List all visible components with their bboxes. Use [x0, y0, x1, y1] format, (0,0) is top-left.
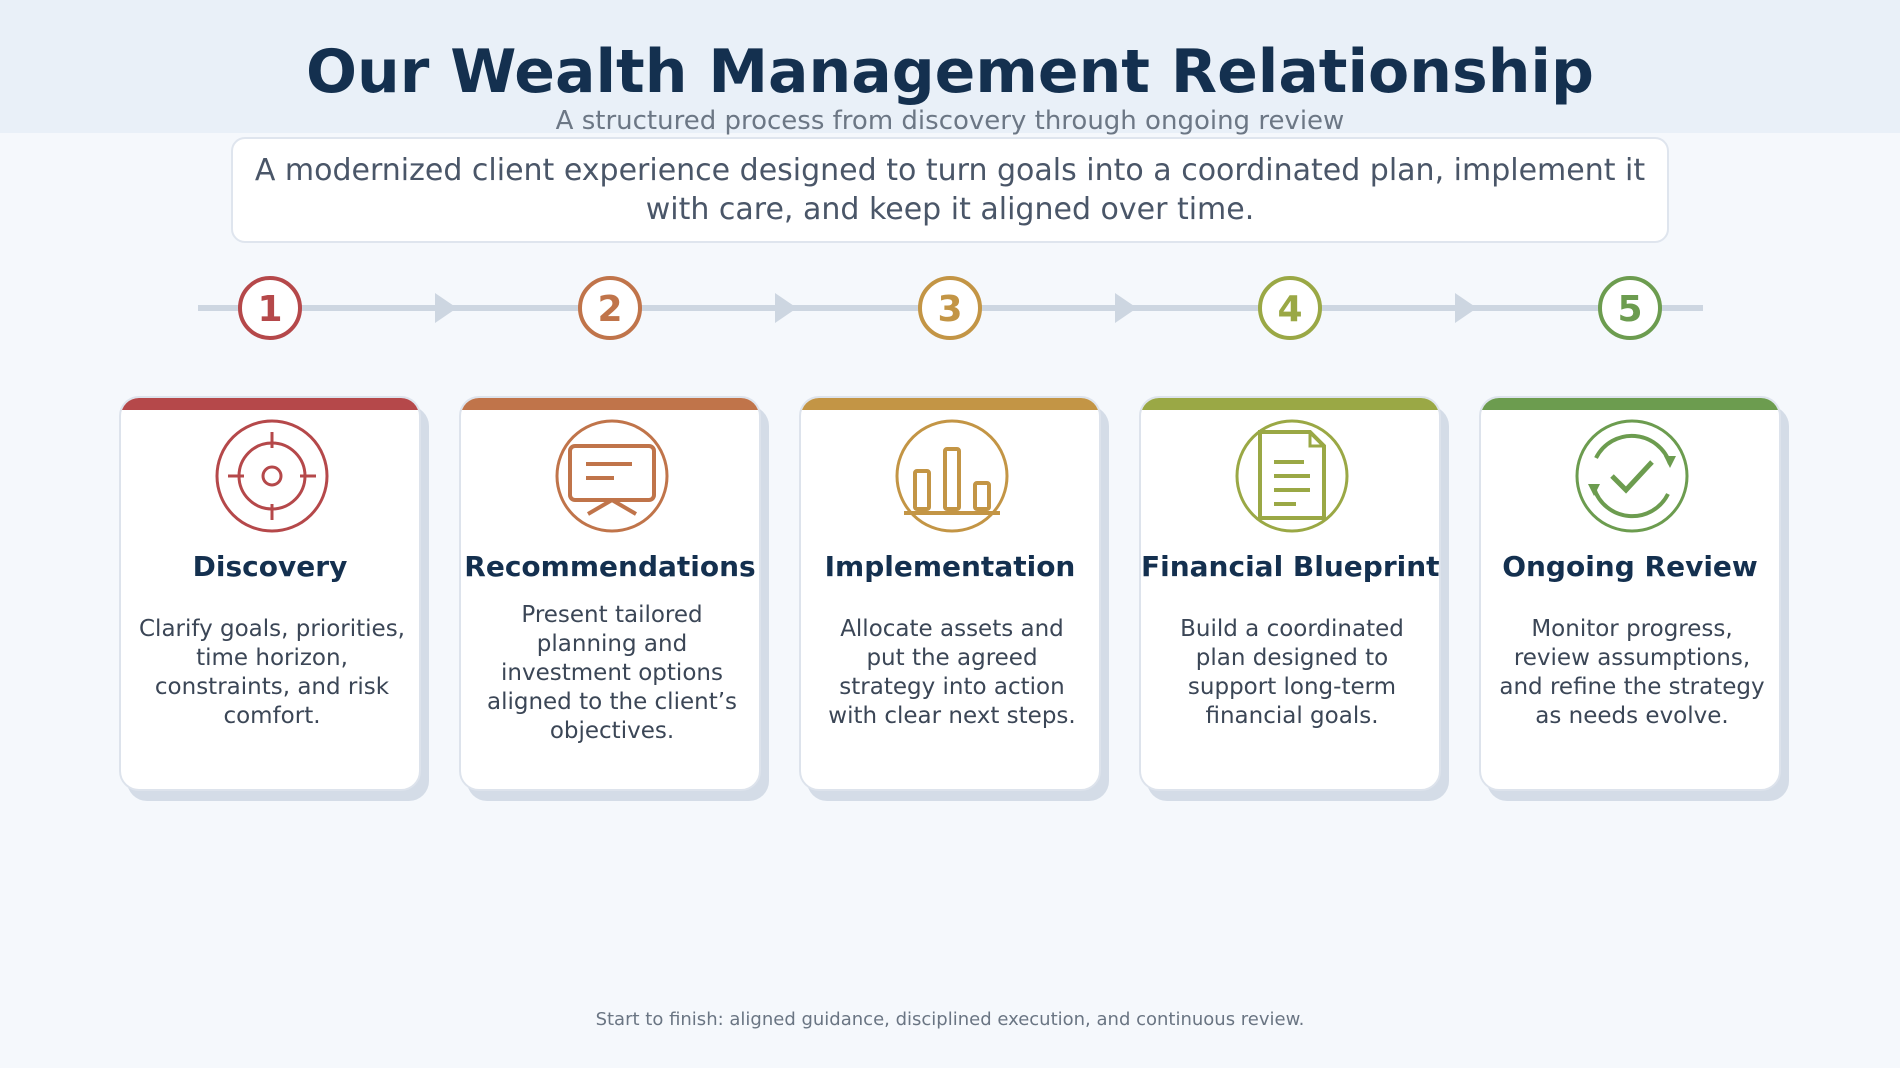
refresh-check-icon	[1575, 419, 1689, 533]
intro-box: A modernized client experience designed …	[231, 137, 1669, 243]
bar-chart-icon	[895, 419, 1009, 533]
card-title: Ongoing Review	[1502, 550, 1758, 583]
footer-text: Start to finish: aligned guidance, disci…	[595, 1009, 1305, 1030]
step-card-ongoing-review: Ongoing Review Monitor progress, review …	[1479, 396, 1781, 791]
card-description-box: Monitor progress, review assumptions, an…	[1499, 612, 1765, 734]
card-accent-bar	[461, 398, 759, 410]
process-timeline: 1 2 3 4 5	[198, 276, 1703, 340]
card-accent-bar	[1481, 398, 1779, 410]
step-number-5: 5	[1617, 289, 1642, 330]
card-description: Clarify goals, priorities, time horizon,…	[139, 616, 405, 729]
step-marker-3: 3	[918, 276, 982, 340]
step-marker-4: 4	[1258, 276, 1322, 340]
page-subtitle: A structured process from discovery thro…	[555, 106, 1345, 136]
card-description-box: Build a coordinated plan designed to sup…	[1159, 612, 1425, 734]
card-title: Financial Blueprint	[1141, 550, 1440, 583]
header-band	[0, 0, 1900, 133]
card-description: Monitor progress, review assumptions, an…	[1499, 616, 1765, 729]
timeline-arrow-1	[435, 293, 457, 323]
step-marker-5: 5	[1598, 276, 1662, 340]
card-description: Allocate assets and put the agreed strat…	[828, 616, 1076, 729]
card-title: Implementation	[824, 550, 1076, 583]
card-accent-bar	[801, 398, 1099, 410]
step-marker-1: 1	[238, 276, 302, 340]
timeline-arrow-2	[775, 293, 797, 323]
step-number-2: 2	[597, 289, 622, 330]
timeline-arrow-4	[1455, 293, 1477, 323]
timeline-arrow-3	[1115, 293, 1137, 323]
card-description-box: Present tailored planning and investment…	[479, 602, 745, 744]
step-number-1: 1	[257, 289, 282, 330]
target-icon	[215, 419, 329, 533]
card-description: Build a coordinated plan designed to sup…	[1180, 616, 1404, 729]
card-description-box: Clarify goals, priorities, time horizon,…	[139, 612, 405, 734]
step-card-financial-blueprint: Financial Blueprint Build a coordinated …	[1139, 396, 1441, 791]
step-card-recommendations: Recommendations Present tailored plannin…	[459, 396, 761, 791]
step-card-implementation: Implementation Allocate assets and put t…	[799, 396, 1101, 791]
intro-text: A modernized client experience designed …	[254, 153, 1646, 227]
card-description-box: Allocate assets and put the agreed strat…	[819, 612, 1085, 734]
step-marker-2: 2	[578, 276, 642, 340]
card-title: Recommendations	[464, 550, 756, 583]
card-accent-bar	[1141, 398, 1439, 410]
document-icon	[1235, 419, 1349, 533]
page-title: Our Wealth Management Relationship	[306, 37, 1594, 107]
card-accent-bar	[121, 398, 419, 410]
presentation-board-icon	[555, 419, 669, 533]
step-number-3: 3	[937, 289, 962, 330]
card-description: Present tailored planning and investment…	[486, 601, 738, 744]
card-title: Discovery	[192, 550, 348, 583]
step-number-4: 4	[1277, 289, 1302, 330]
step-card-discovery: Discovery Clarify goals, priorities, tim…	[119, 396, 421, 791]
